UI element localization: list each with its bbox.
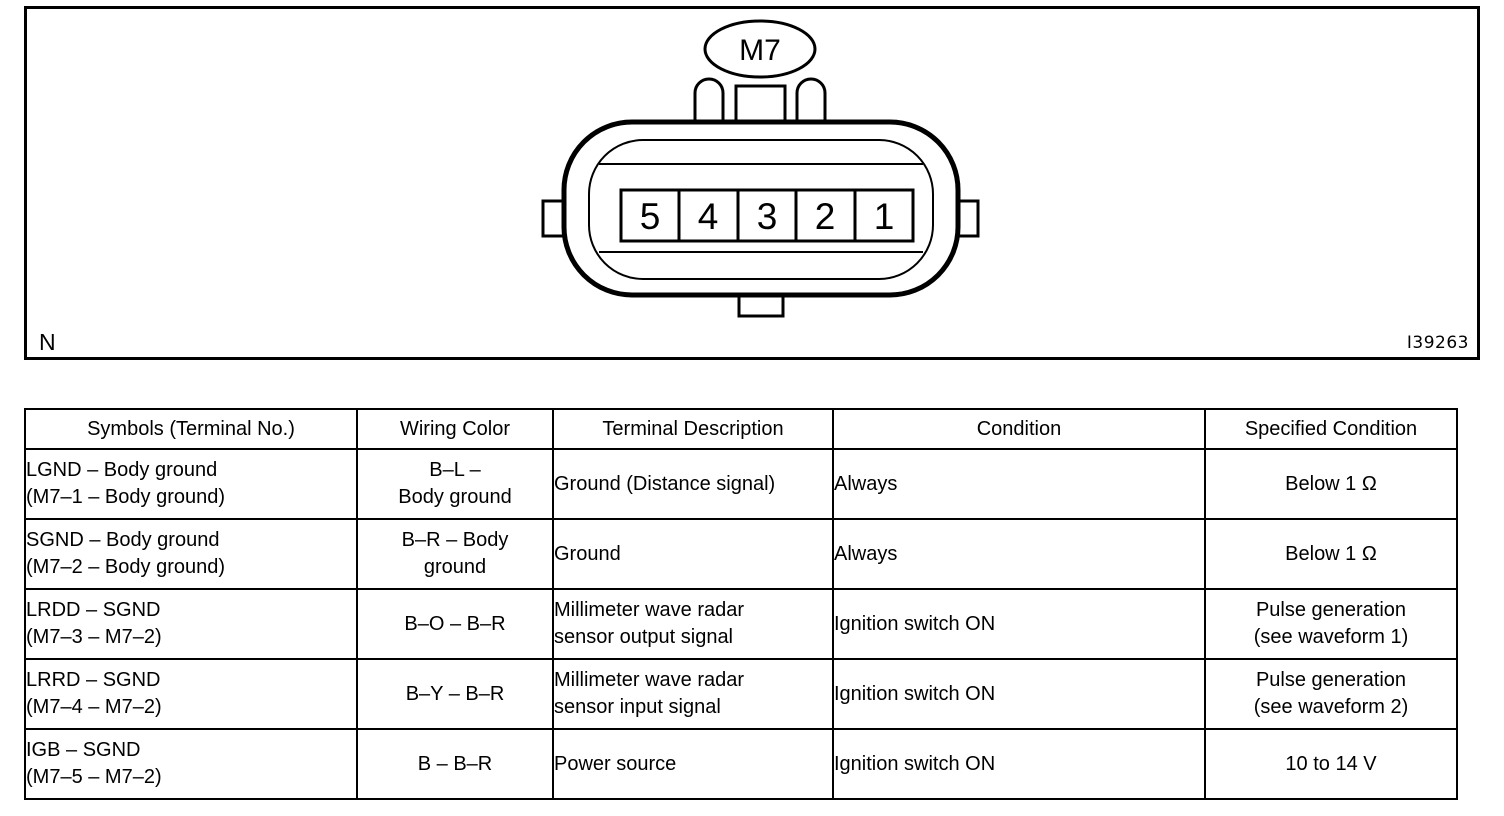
cell-wiring-line2: Body ground [398,486,512,508]
cell-wiring-line1: B–R – Body [401,529,509,551]
terminal-cavity-outline [619,188,915,243]
column-header-specified-condition: Specified Condition [1204,408,1458,450]
column-header-terminal-description: Terminal Description [552,408,834,450]
cell-wiring-line1: B – B–R [417,752,493,775]
cell-description-line1: Millimeter wave radar [554,599,745,621]
terminal-number-1: 1 [874,196,895,237]
cell-specified-line2: (see waveform 2) [1253,696,1409,718]
cell-symbols: LGND – Body ground (M7–1 – Body ground) [24,448,358,520]
connector-id-ellipse [703,19,817,79]
cell-specified-line1: Below 1 Ω [1285,472,1377,495]
cell-specified-line1: Pulse generation [1255,669,1407,691]
terminal-specification-table: Symbols (Terminal No.) Wiring Color Term… [24,408,1458,800]
cell-specified-line1: 10 to 14 V [1285,752,1377,775]
table-row: LRRD – SGND (M7–4 – M7–2) B–Y – B–R Mill… [24,658,1458,730]
table-header-row: Symbols (Terminal No.) Wiring Color Term… [24,408,1458,450]
terminal-cavity-row: 5 4 3 2 1 [619,188,915,243]
cell-condition: Always [832,448,1206,520]
cell-specified-condition: 10 to 14 V [1204,728,1458,800]
cell-symbols-line1: LGND – Body ground [26,459,218,481]
cell-symbols-line2: (M7–5 – M7–2) [26,766,162,788]
terminal-cavity-dividers [677,190,857,241]
cell-wiring-color: B–R – Body ground [356,518,554,590]
connector-id-callout: M7 [703,19,817,79]
cell-wiring-line1: B–Y – B–R [405,682,505,705]
table-row: SGND – Body ground (M7–2 – Body ground) … [24,518,1458,590]
table-body: LGND – Body ground (M7–1 – Body ground) … [24,448,1458,800]
cell-symbols-line1: LRRD – SGND [26,669,161,691]
top-left-rounded-tab-icon [693,77,725,131]
cell-wiring-line1: B–L – [429,459,481,481]
cell-condition: Ignition switch ON [832,728,1206,800]
column-header-wiring-color: Wiring Color [356,408,554,450]
cell-symbols-line1: IGB – SGND [26,739,141,761]
cell-description-line2: sensor input signal [554,696,721,718]
cell-symbols: SGND – Body ground (M7–2 – Body ground) [24,518,358,590]
cell-symbols: LRRD – SGND (M7–4 – M7–2) [24,658,358,730]
cell-specified-condition: Pulse generation (see waveform 1) [1204,588,1458,660]
cell-wiring-color: B–Y – B–R [356,658,554,730]
terminal-number-3: 3 [757,196,778,237]
terminal-number-4: 4 [698,196,719,237]
cell-terminal-description: Ground [552,518,834,590]
cell-specified-line1: Below 1 Ω [1285,542,1377,565]
cell-symbols-line2: (M7–4 – M7–2) [26,696,162,718]
panel-corner-label: N [39,329,57,355]
cell-wiring-line2: ground [423,556,487,578]
terminal-number-5: 5 [640,196,661,237]
cell-specified-line2: (see waveform 1) [1253,626,1409,648]
cell-specified-line1: Pulse generation [1255,599,1407,621]
terminal-number-labels: 5 4 3 2 1 [640,196,895,237]
table-row: LGND – Body ground (M7–1 – Body ground) … [24,448,1458,520]
cell-terminal-description: Ground (Distance signal) [552,448,834,520]
cell-wiring-line1: B–O – B–R [404,612,506,635]
cell-symbols: LRDD – SGND (M7–3 – M7–2) [24,588,358,660]
cell-wiring-color: B–L – Body ground [356,448,554,520]
top-right-rounded-tab-icon [795,77,827,131]
cell-specified-condition: Below 1 Ω [1204,448,1458,520]
cell-symbols-line2: (M7–3 – M7–2) [26,626,162,648]
cell-description-line1: Power source [554,752,677,775]
column-header-condition: Condition [832,408,1206,450]
table-header: Symbols (Terminal No.) Wiring Color Term… [24,408,1458,450]
terminal-table-container: Symbols (Terminal No.) Wiring Color Term… [24,408,1458,800]
cell-symbols-line1: SGND – Body ground [26,529,220,551]
connector-diagram: M7 [541,19,980,318]
cell-description-line1: Millimeter wave radar [554,669,745,691]
cell-symbols-line2: (M7–1 – Body ground) [26,486,226,508]
terminal-number-2: 2 [815,196,836,237]
cell-wiring-color: B–O – B–R [356,588,554,660]
connector-id-label: M7 [739,34,781,67]
cell-specified-condition: Pulse generation (see waveform 2) [1204,658,1458,730]
cell-terminal-description: Millimeter wave radar sensor input signa… [552,658,834,730]
table-row: LRDD – SGND (M7–3 – M7–2) B–O – B–R Mill… [24,588,1458,660]
cell-terminal-description: Millimeter wave radar sensor output sign… [552,588,834,660]
cell-condition: Always [832,518,1206,590]
cell-description-line1: Ground (Distance signal) [554,472,776,495]
cell-symbols: IGB – SGND (M7–5 – M7–2) [24,728,358,800]
cell-symbols-line1: LRDD – SGND [26,599,161,621]
cell-description-line1: Ground [554,542,621,565]
column-header-symbols: Symbols (Terminal No.) [24,408,358,450]
cell-terminal-description: Power source [552,728,834,800]
panel-image-id: I39263 [1406,333,1469,353]
table-row: IGB – SGND (M7–5 – M7–2) B – B–R Power s… [24,728,1458,800]
cell-wiring-color: B – B–R [356,728,554,800]
cell-description-line2: sensor output signal [554,626,734,648]
cell-specified-condition: Below 1 Ω [1204,518,1458,590]
cell-condition: Ignition switch ON [832,658,1206,730]
cell-condition: Ignition switch ON [832,588,1206,660]
cell-symbols-line2: (M7–2 – Body ground) [26,556,226,578]
connector-illustration-panel: M7 [24,6,1480,360]
